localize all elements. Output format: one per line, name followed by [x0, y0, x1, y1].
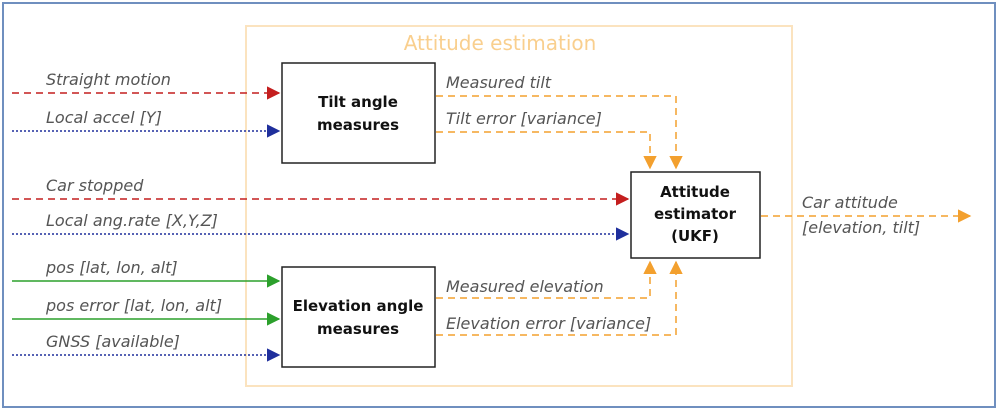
gnss-label: GNSS [available] [46, 332, 180, 351]
measured-tilt-label: Measured tilt [446, 73, 552, 92]
attitude-estimator-block: Attitude estimator (UKF) [630, 171, 761, 259]
measured-tilt-arrow [436, 95, 683, 170]
car-attitude-label-2: [elevation, tilt] [802, 218, 920, 237]
car-attitude-label-1: Car attitude [802, 193, 898, 212]
elevation-block-label-2: measures [317, 320, 399, 338]
tilt-error-label: Tilt error [variance] [446, 109, 602, 128]
tilt-angle-block: Tilt angle measures [281, 62, 436, 164]
estimator-label-2: estimator [654, 205, 737, 223]
local-accel-label: Local accel [Y] [46, 108, 162, 127]
tilt-block-label-1: Tilt angle [318, 93, 398, 111]
tilt-block-label-2: measures [317, 116, 399, 134]
straight-motion-label: Straight motion [46, 70, 171, 89]
elevation-error-label: Elevation error [variance] [446, 314, 651, 333]
estimator-label-1: Attitude [660, 183, 730, 201]
elevation-angle-block: Elevation angle measures [281, 266, 436, 368]
elevation-error-arrow [436, 260, 683, 336]
group-title: Attitude estimation [404, 31, 597, 55]
diagram-frame [2, 2, 996, 408]
car-stopped-label: Car stopped [46, 176, 144, 195]
elevation-block-label-1: Elevation angle [293, 297, 424, 315]
measured-elevation-label: Measured elevation [446, 277, 604, 296]
attitude-estimation-group [245, 25, 793, 387]
estimator-label-3: (UKF) [671, 227, 719, 245]
pos-label: pos [lat, lon, alt] [45, 258, 178, 277]
pos-error-label: pos error [lat, lon, alt] [45, 296, 222, 315]
local-ang-rate-label: Local ang.rate [X,Y,Z] [46, 211, 218, 230]
tilt-error-arrow [436, 131, 657, 170]
